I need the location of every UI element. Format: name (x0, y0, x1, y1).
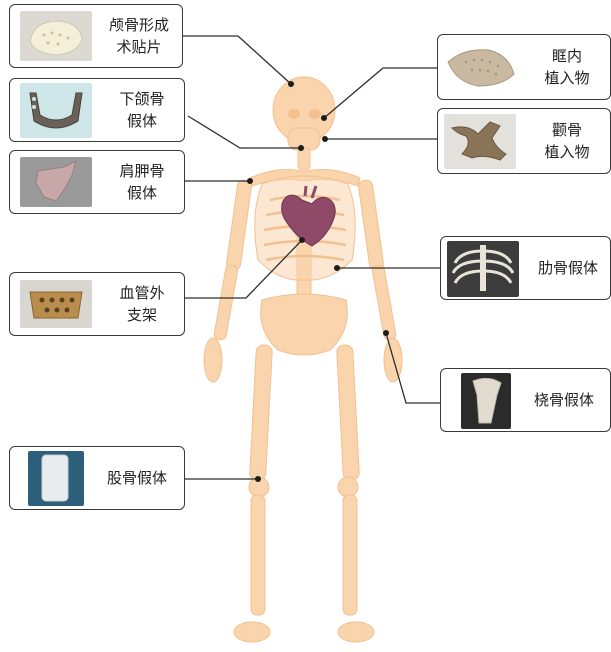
dot-zygoma (322, 136, 328, 142)
leader-skull-patch (182, 36, 291, 84)
label-scapula: 肩胛骨 假体 (102, 160, 182, 204)
dot-femur (255, 476, 261, 482)
dot-skull-patch (288, 81, 294, 87)
callout-orbit: 眶内 植入物 (437, 34, 611, 100)
label-mandible: 下颌骨 假体 (102, 88, 182, 132)
radius-image (461, 373, 511, 429)
label-orbit: 眶内 植入物 (526, 45, 608, 89)
leader-vascular-stent (185, 240, 302, 298)
dot-radius (383, 330, 389, 336)
label-radius: 桡骨假体 (519, 389, 609, 411)
callout-zygoma: 颧骨 植入物 (437, 108, 611, 174)
dot-vascular-stent (299, 237, 305, 243)
femur-image (28, 451, 84, 506)
callout-femur: 股骨假体 (9, 446, 185, 510)
dot-scapula (247, 178, 253, 184)
label-zygoma: 颧骨 植入物 (526, 119, 608, 163)
mandible-image (20, 83, 92, 138)
dot-mandible (298, 145, 304, 151)
callout-skull-patch: 颅骨形成 术贴片 (9, 4, 183, 68)
vascular-stent-image (20, 280, 92, 328)
label-skull-patch: 颅骨形成 术贴片 (98, 14, 180, 58)
callout-rib: 肋骨假体 (440, 236, 611, 300)
dot-orbit (321, 115, 327, 121)
dot-rib (334, 265, 340, 271)
rib-image (447, 241, 519, 297)
scapula-image (20, 157, 92, 207)
leader-orbit (324, 68, 437, 118)
callout-radius: 桡骨假体 (440, 368, 611, 432)
callout-vascular-stent: 血管外 支架 (9, 272, 185, 336)
callout-scapula: 肩胛骨 假体 (9, 150, 185, 214)
label-femur: 股骨假体 (92, 467, 182, 489)
zygoma-image (444, 114, 516, 169)
callout-mandible: 下颌骨 假体 (9, 78, 185, 142)
skull-patch-image (20, 11, 92, 61)
label-rib: 肋骨假体 (525, 257, 611, 279)
label-vascular-stent: 血管外 支架 (102, 282, 182, 326)
leader-radius (386, 333, 440, 403)
orbit-image (444, 40, 516, 95)
leader-mandible (188, 116, 301, 148)
